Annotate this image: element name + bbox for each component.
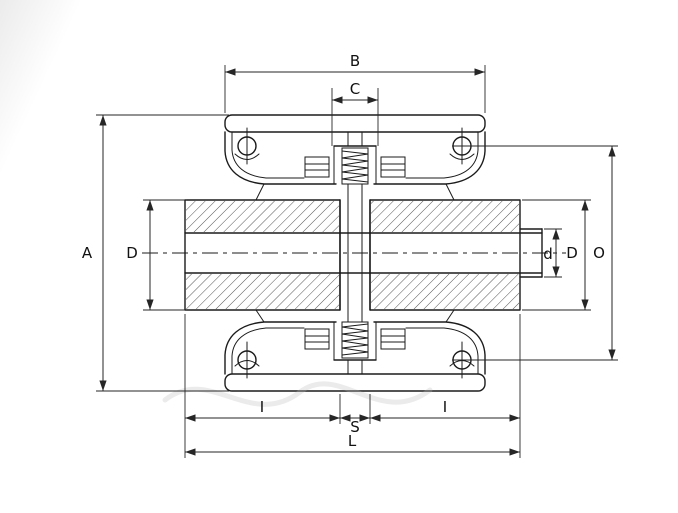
bolt-boss-arc (234, 153, 260, 160)
bottom-plate (224, 373, 486, 392)
hatch-area (186, 201, 339, 232)
dim-label-d-shaft: d (543, 245, 553, 263)
bolt-boss-arc (449, 360, 475, 367)
bracket-foot (445, 183, 455, 201)
coil-spring-zigzag (341, 323, 369, 356)
dim-label-d-left: D (126, 244, 138, 262)
buffer-left (304, 156, 330, 178)
dim-C: C (331, 80, 379, 146)
coil-spring-outline (341, 147, 369, 185)
bracket-right-inner (405, 327, 479, 375)
coil-spring-zigzag (341, 150, 369, 183)
elastic-element-top (304, 145, 406, 185)
hub-left (184, 199, 341, 311)
watermark-mark (162, 381, 433, 407)
bolt-boss-arc (449, 153, 475, 160)
buffer-left (304, 328, 330, 350)
buffer-right (380, 156, 406, 178)
dim-A: A (82, 114, 229, 392)
center-pin (339, 131, 371, 375)
dim-label-l: L (348, 432, 357, 450)
dim-label-b: B (350, 52, 360, 70)
hatch-area (371, 274, 519, 309)
dim-label-i-right: I (443, 398, 447, 416)
dim-B: B (224, 52, 486, 113)
buffer-right (380, 328, 406, 350)
bracket-right-inner (405, 131, 479, 179)
hub-right (369, 199, 521, 311)
dim-label-o: O (593, 244, 605, 262)
dim-L: L (185, 432, 520, 456)
coil-spring-outline (341, 321, 369, 359)
dim-label-s: S (350, 418, 360, 436)
dim-S: S (339, 394, 371, 436)
bolt-boss-arc (234, 360, 260, 367)
top-flange (224, 114, 486, 201)
dim-D-right: D (522, 199, 591, 311)
bracket-foot (445, 309, 455, 323)
dim-O: O (452, 145, 618, 361)
dim-label-i-left: I (260, 398, 264, 416)
dim-label-a: A (82, 244, 93, 262)
elastic-element-bottom (304, 321, 406, 361)
dim-label-d-right: D (566, 244, 578, 262)
bracket-left (224, 321, 337, 375)
dim-I-left: I (184, 314, 340, 458)
dimensions: B C A D d (82, 52, 618, 458)
bracket-foot (255, 309, 265, 323)
hatch-area (371, 201, 519, 232)
dim-D-left: D (126, 199, 187, 311)
dim-label-c: C (350, 80, 360, 98)
top-plate (224, 114, 486, 133)
bore (184, 232, 543, 274)
bracket-left-inner (231, 327, 305, 375)
bracket-foot (255, 183, 265, 201)
bracket-left-inner (231, 131, 305, 179)
dim-d-shaft: d (543, 228, 562, 278)
bottom-flange (224, 309, 486, 392)
dim-I-right: I (370, 314, 521, 458)
hatch-area (186, 274, 339, 309)
